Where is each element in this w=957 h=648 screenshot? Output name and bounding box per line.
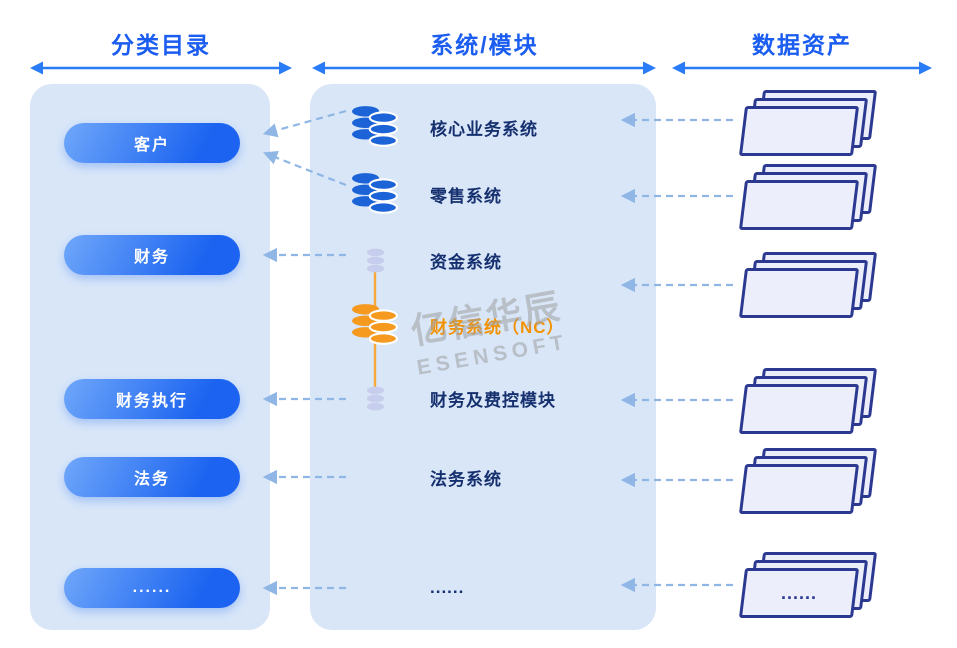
database-double-orange-icon — [352, 304, 398, 345]
system-label-nc: 财务系统（NC） — [430, 317, 565, 337]
document-page — [738, 268, 860, 318]
data-asset-stack-5 — [738, 448, 878, 514]
system-item-legal: 法务系统 — [340, 455, 502, 499]
data-asset-stack-4 — [738, 368, 878, 434]
system-item-more: ...... — [340, 566, 464, 610]
data-asset-stack-6: ...... — [738, 552, 878, 618]
system-label-more: ...... — [430, 578, 465, 597]
system-item-expense: 财务及费控模块 — [340, 376, 556, 420]
system-label-funds: 资金系统 — [430, 252, 502, 272]
systems-column-title: 系统/模块 — [430, 32, 539, 58]
catalog-item-legal: 法务 — [64, 457, 240, 497]
assets-span-arrow — [672, 61, 932, 75]
system-label-retail: 零售系统 — [430, 186, 502, 206]
catalog-item-more: ...... — [64, 568, 240, 608]
document-page — [738, 384, 860, 434]
catalog-item-finance: 财务 — [64, 235, 240, 275]
system-label-legal: 法务系统 — [430, 469, 502, 489]
catalog-item-finance-exec: 财务执行 — [64, 379, 240, 419]
system-label-core: 核心业务系统 — [430, 119, 538, 139]
database-small-light-icon — [366, 248, 384, 272]
database-small-light-icon — [366, 386, 384, 410]
data-asset-more-label: ...... — [780, 582, 817, 603]
system-item-funds: 资金系统 — [340, 238, 502, 282]
system-label-expense: 财务及费控模块 — [430, 390, 556, 410]
document-page — [738, 464, 860, 514]
data-asset-stack-1 — [738, 90, 878, 156]
system-item-retail: 零售系统 — [340, 172, 502, 216]
arrow-retail-to-customer — [263, 151, 347, 187]
document-page — [738, 180, 860, 230]
catalog-span-arrow — [30, 61, 292, 75]
catalog-column-background — [30, 84, 270, 630]
database-double-blue-icon — [352, 106, 398, 147]
system-item-core: 核心业务系统 — [340, 105, 538, 149]
catalog-item-customer: 客户 — [64, 123, 240, 163]
data-asset-stack-3 — [738, 252, 878, 318]
catalog-column-title: 分类目录 — [111, 32, 211, 58]
data-asset-stack-2 — [738, 164, 878, 230]
document-page — [738, 106, 860, 156]
systems-span-arrow — [312, 61, 656, 75]
system-item-nc: 财务系统（NC） — [340, 303, 565, 347]
database-double-blue-icon — [352, 173, 398, 214]
arrow-core-to-customer — [262, 109, 347, 138]
assets-column-title: 数据资产 — [752, 32, 852, 58]
